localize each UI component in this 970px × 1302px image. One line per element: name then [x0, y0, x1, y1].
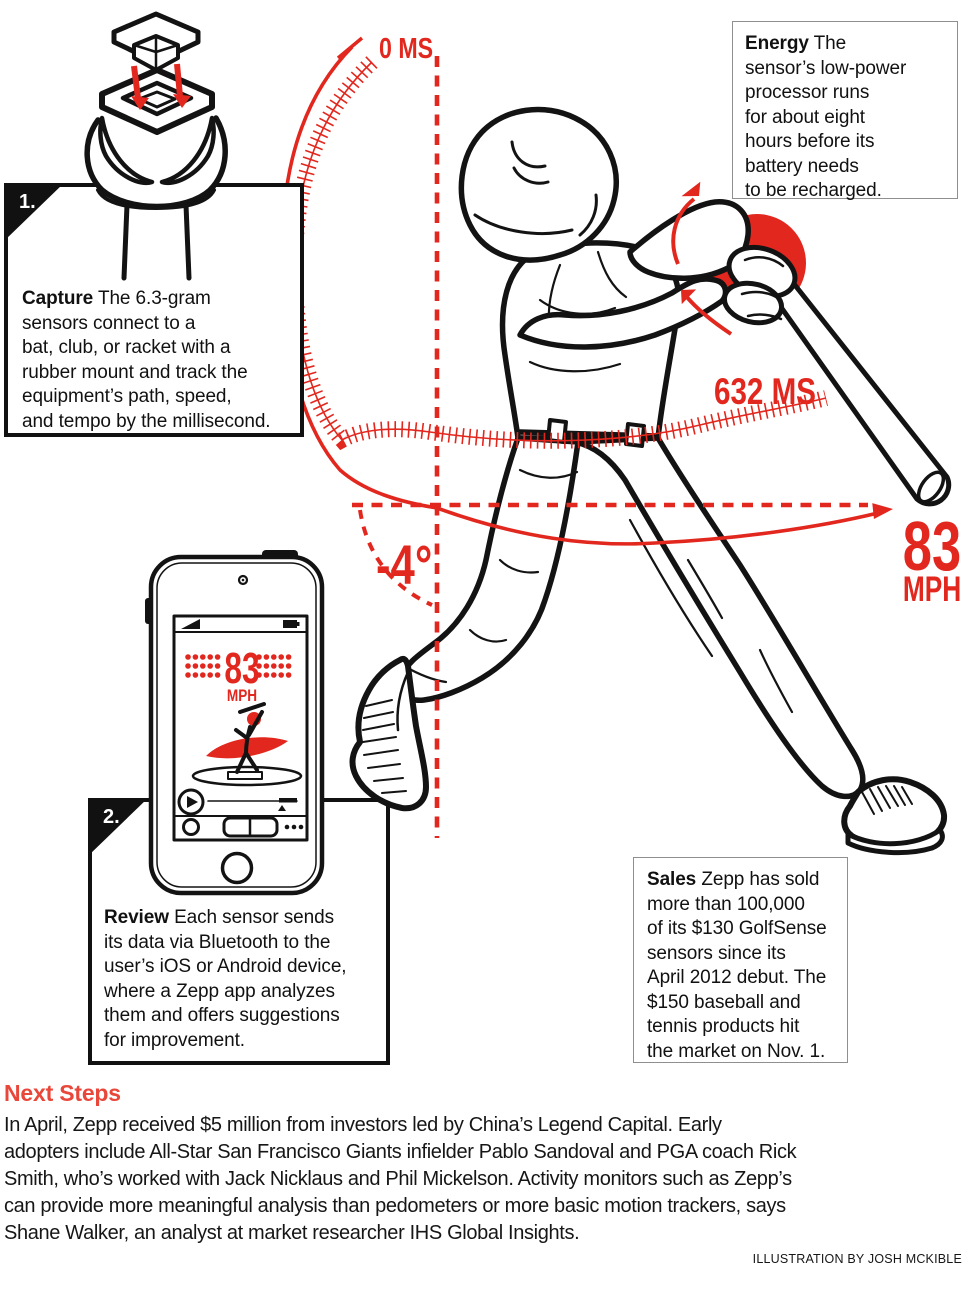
review-text: Review Each sensor sends its data via Bl… [104, 907, 347, 1051]
energy-text: Energy The sensor’s low-power processor … [745, 33, 907, 201]
attack-angle-arc [358, 509, 433, 607]
batter-figure [397, 106, 952, 856]
svg-text:83: 83 [224, 644, 259, 693]
label-swing-start: 0 MS [379, 31, 433, 64]
capture-callout-box: 1. Capture The 6.3-gram sensors connect … [4, 183, 304, 437]
svg-text:83: 83 [903, 508, 961, 586]
illustration-credit: ILLUSTRATION BY JOSH MCKIBLE [752, 1252, 962, 1266]
svg-text:-4°: -4° [376, 534, 432, 596]
sales-callout-box: Sales Zepp has sold more than 100,000 of… [633, 857, 848, 1063]
step-corner-triangle [4, 183, 64, 241]
volume-button [145, 598, 152, 624]
dot-matrix-display [185, 654, 298, 678]
next-steps-heading: Next Steps [4, 1080, 121, 1106]
step-corner-triangle [88, 798, 148, 856]
app-speed-value: 83 [224, 644, 259, 693]
sales-text: Sales Zepp has sold more than 100,000 of… [647, 869, 827, 1062]
signal-icon [181, 619, 200, 629]
svg-text:632 MS: 632 MS [714, 372, 816, 413]
next-steps-section: Next Steps In April, Zepp received $5 mi… [4, 1080, 962, 1247]
app-batter-graphic [191, 702, 303, 787]
svg-text:MPH: MPH [903, 569, 961, 609]
battery-icon [283, 620, 297, 628]
label-attack-angle: -4° [376, 534, 432, 596]
label-bat-speed-unit: MPH [903, 569, 961, 609]
rotation-arrows [671, 181, 733, 336]
label-swing-impact: 632 MS [714, 372, 816, 413]
svg-text:MPH: MPH [227, 687, 257, 706]
energy-callout-box: Energy The sensor’s low-power processor … [732, 21, 958, 201]
pivot-shoe [349, 655, 429, 812]
mount-arrows [131, 63, 191, 110]
review-callout-box: 2. Review Each sensor sends its data via… [88, 798, 390, 1065]
label-bat-speed-value: 83 [903, 508, 961, 586]
svg-text:0 MS: 0 MS [379, 31, 433, 64]
power-button [262, 550, 298, 561]
camera-icon [237, 574, 249, 586]
rubber-mount [99, 67, 215, 135]
app-speed-unit: MPH [227, 687, 257, 706]
sensor-cube [111, 11, 201, 72]
next-steps-paragraph: In April, Zepp received $5 million from … [4, 1114, 797, 1244]
sensor-highlight-circle [708, 214, 806, 312]
capture-text: Capture The 6.3-gram sensors connect to … [22, 288, 271, 432]
step-number: 1. [19, 191, 36, 213]
step-number: 2. [103, 806, 120, 828]
